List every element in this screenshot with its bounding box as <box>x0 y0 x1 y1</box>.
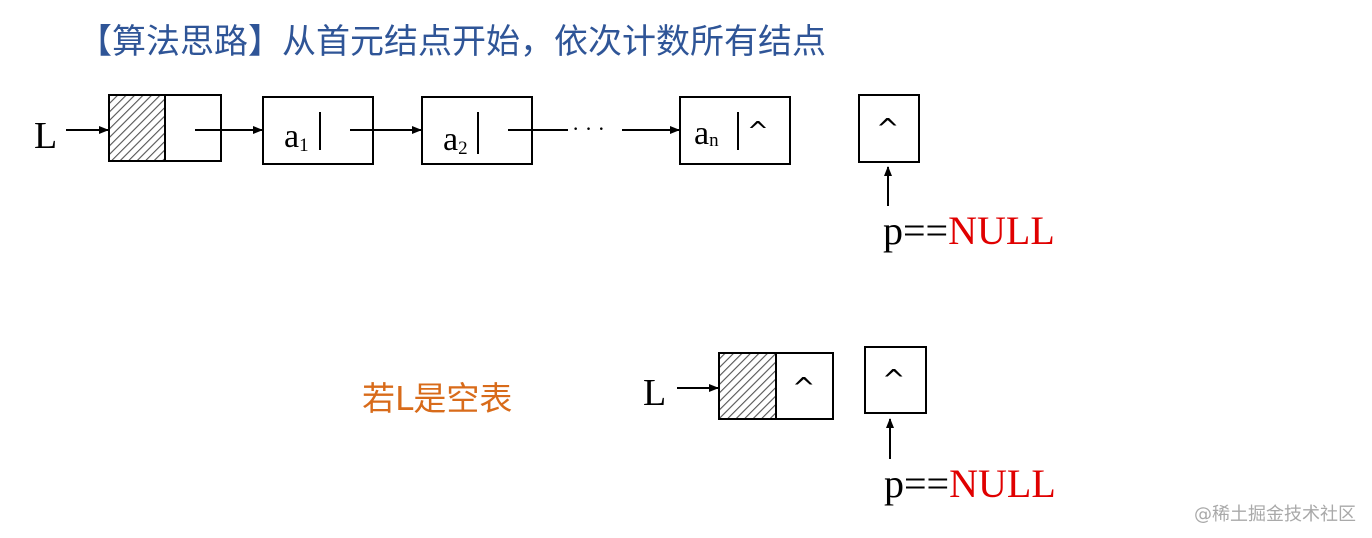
node-an-box <box>679 96 791 165</box>
node-an-null-next: ^ <box>747 117 769 147</box>
watermark: @稀土掘金技术社区 <box>1194 504 1356 525</box>
head-node-data-field <box>108 94 166 162</box>
node-a2: a2 <box>421 96 533 165</box>
head-node <box>108 94 222 162</box>
ellipsis: · · · <box>572 116 605 141</box>
node-an: an ^ <box>679 96 791 165</box>
head-node-next-field <box>164 94 222 162</box>
p-null-label: p==NULL <box>883 208 1055 253</box>
empty-head-node-data-field <box>718 352 777 420</box>
empty-null-node-caret: ^ <box>882 363 905 396</box>
top-list: L a1 a2 · · · an ^ <box>34 94 1055 253</box>
page-title: 【算法思路】从首元结点开始，依次计数所有结点 <box>78 22 826 62</box>
empty-head-node-next-field <box>775 352 834 420</box>
null-node-caret: ^ <box>876 112 899 145</box>
node-a1-value: a1 <box>284 118 309 156</box>
empty-list-case-label: 若L是空表 <box>362 379 513 418</box>
node-a1: a1 <box>262 96 374 165</box>
head-pointer-label: L <box>34 115 57 157</box>
empty-p-null-label: p==NULL <box>884 461 1056 506</box>
bottom-list: L ^ ^ p==NULL <box>643 346 1056 506</box>
null-node: ^ <box>858 94 920 163</box>
node-a2-value: a2 <box>443 121 468 159</box>
empty-head-node-null-next: ^ <box>792 371 815 404</box>
empty-head-pointer-label: L <box>643 372 666 414</box>
null-node-box <box>858 94 920 163</box>
empty-null-node: ^ <box>864 346 927 414</box>
node-an-value: an <box>694 115 719 152</box>
empty-head-node: ^ <box>718 352 834 420</box>
empty-null-node-box <box>864 346 927 414</box>
